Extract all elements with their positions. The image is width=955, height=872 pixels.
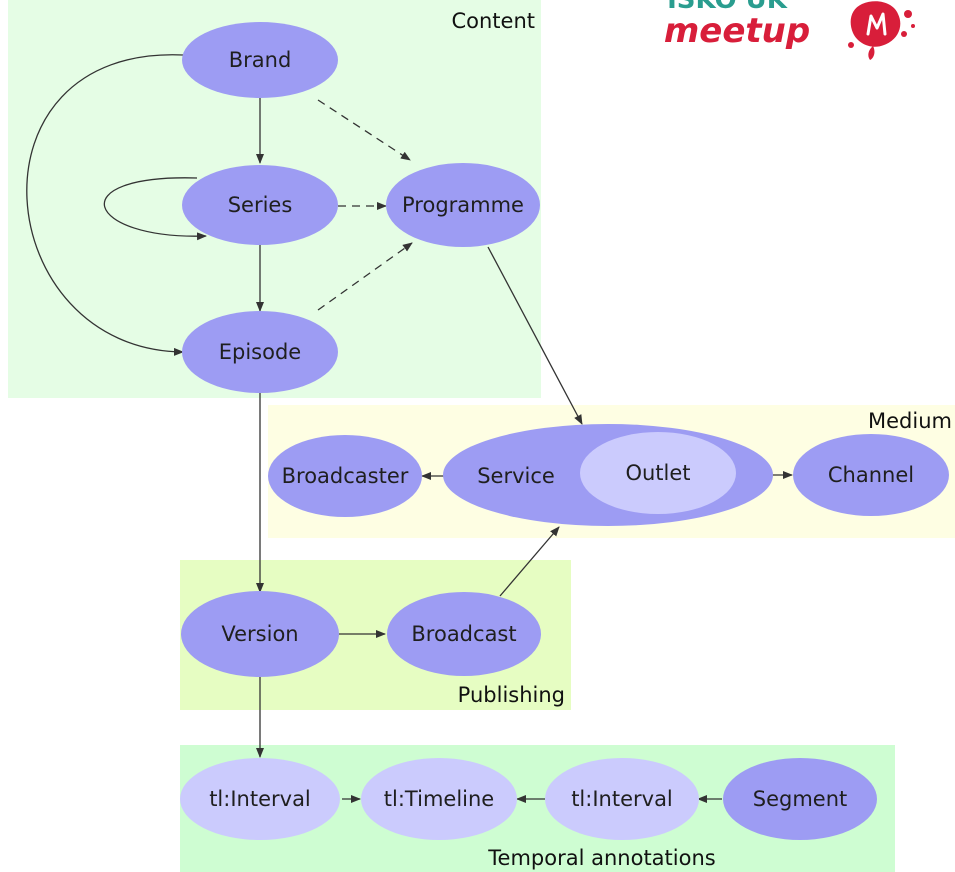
node-segment: Segment [723, 758, 877, 840]
edge-series-self-loop [103, 177, 207, 241]
node-tl-timeline: tl:Timeline [361, 758, 517, 840]
edge-episode-programme [317, 242, 413, 311]
node-series: Series [182, 165, 338, 245]
node-broadcast: Broadcast [387, 592, 541, 676]
node-broadcaster-label: Broadcaster [282, 464, 409, 488]
node-tl-timeline-label: tl:Timeline [384, 787, 494, 811]
node-broadcaster: Broadcaster [268, 435, 422, 517]
edges [26, 54, 793, 803]
logo-glyph-m [866, 12, 887, 36]
node-outlet: Outlet [580, 432, 736, 514]
node-channel: Channel [793, 434, 949, 516]
node-channel-label: Channel [828, 463, 914, 487]
node-segment-label: Segment [753, 787, 848, 811]
node-tl-interval-right: tl:Interval [545, 758, 699, 840]
node-programme: Programme [386, 163, 540, 247]
node-brand-label: Brand [229, 48, 292, 72]
logo-line2: meetup [664, 11, 810, 51]
node-version: Version [181, 591, 339, 677]
node-episode-label: Episode [219, 340, 301, 364]
node-service-label: Service [477, 464, 555, 488]
temporal-annotations-group-label: Temporal annotations [487, 846, 715, 870]
node-brand: Brand [182, 22, 338, 98]
node-programme-label: Programme [402, 193, 524, 217]
paint-splash-icon [848, 1, 915, 60]
node-episode: Episode [182, 311, 338, 393]
publishing-group-label: Publishing [458, 683, 565, 707]
edge-broadcast-service [499, 526, 560, 597]
node-version-label: Version [221, 622, 298, 646]
node-outlet-label: Outlet [625, 461, 690, 485]
isko-uk-meetup-logo: ISKO UK meetup [664, 0, 915, 60]
edge-brand-episode [26, 54, 184, 356]
edge-brand-programme [317, 99, 411, 161]
node-tl-interval-right-label: tl:Interval [571, 787, 673, 811]
medium-group-label: Medium [868, 409, 952, 433]
node-tl-interval-left-label: tl:Interval [209, 787, 311, 811]
node-broadcast-label: Broadcast [411, 622, 516, 646]
content-group-label: Content [451, 9, 535, 33]
node-tl-interval-left: tl:Interval [180, 758, 340, 840]
logo-line1: ISKO UK [667, 0, 788, 15]
edge-programme-service [487, 246, 583, 425]
node-series-label: Series [228, 193, 293, 217]
